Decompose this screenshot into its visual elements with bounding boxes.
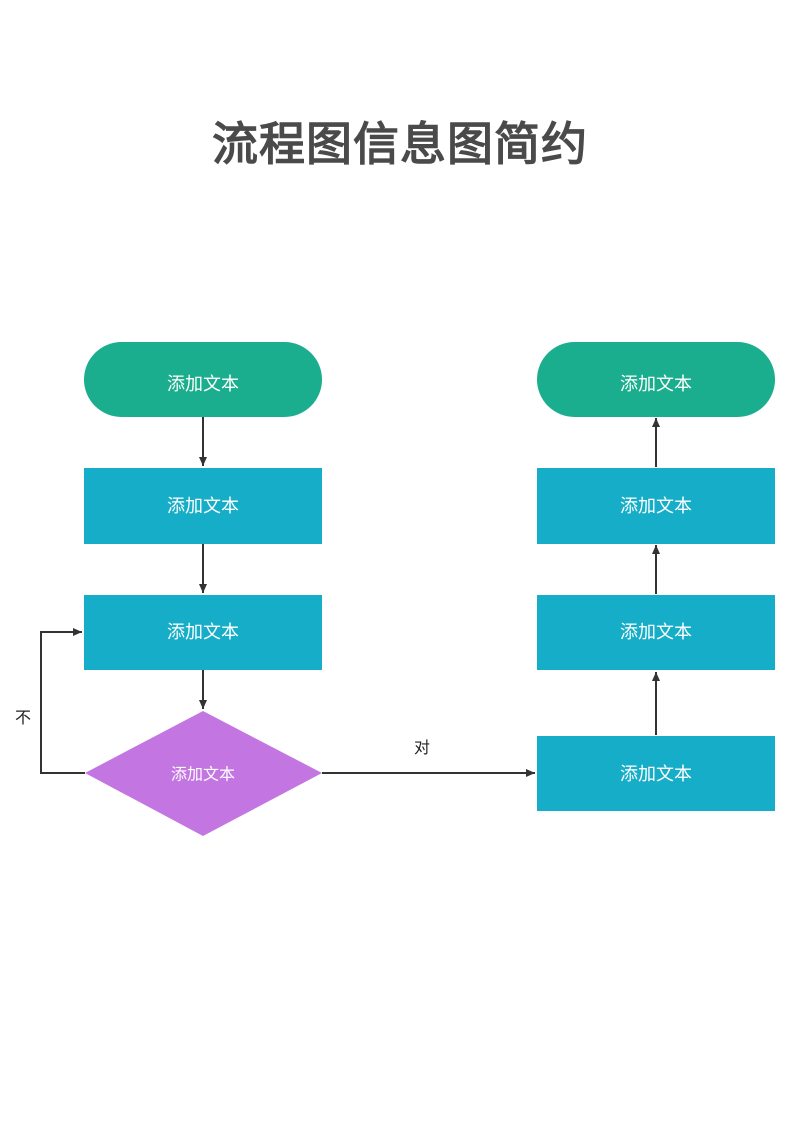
process-step-5-shape <box>537 468 775 544</box>
end-terminal-label: 添加文本 <box>620 374 692 395</box>
process-step-2-shape <box>84 595 322 670</box>
process-step-3-label: 添加文本 <box>620 764 692 785</box>
process-step-1-label: 添加文本 <box>167 496 239 517</box>
page-title: 流程图信息图简约 <box>212 117 588 171</box>
process-step-5-label: 添加文本 <box>620 496 692 517</box>
process-step-4-shape <box>537 595 775 670</box>
start-terminal: 添加文本 <box>84 342 322 417</box>
edge-decision-no-loop <box>40 628 85 774</box>
process-step-2: 添加文本 <box>84 595 322 670</box>
start-terminal-shape <box>84 342 322 417</box>
edge-label-no: 不 <box>15 708 31 727</box>
process-step-1-shape <box>84 468 322 544</box>
decision-node: 添加文本 <box>85 711 322 836</box>
process-step-3-shape <box>537 736 775 811</box>
process-step-2-label: 添加文本 <box>167 622 239 643</box>
start-terminal-label: 添加文本 <box>167 374 239 395</box>
decision-node-shape <box>85 711 322 836</box>
process-step-4: 添加文本 <box>537 595 775 670</box>
end-terminal: 添加文本 <box>537 342 775 417</box>
decision-node-label: 添加文本 <box>171 765 235 784</box>
end-terminal-shape <box>537 342 775 417</box>
process-step-1: 添加文本 <box>84 468 322 544</box>
process-step-4-label: 添加文本 <box>620 622 692 643</box>
process-step-3: 添加文本 <box>537 736 775 811</box>
process-step-5: 添加文本 <box>537 468 775 544</box>
edge-label-yes: 对 <box>414 738 430 757</box>
